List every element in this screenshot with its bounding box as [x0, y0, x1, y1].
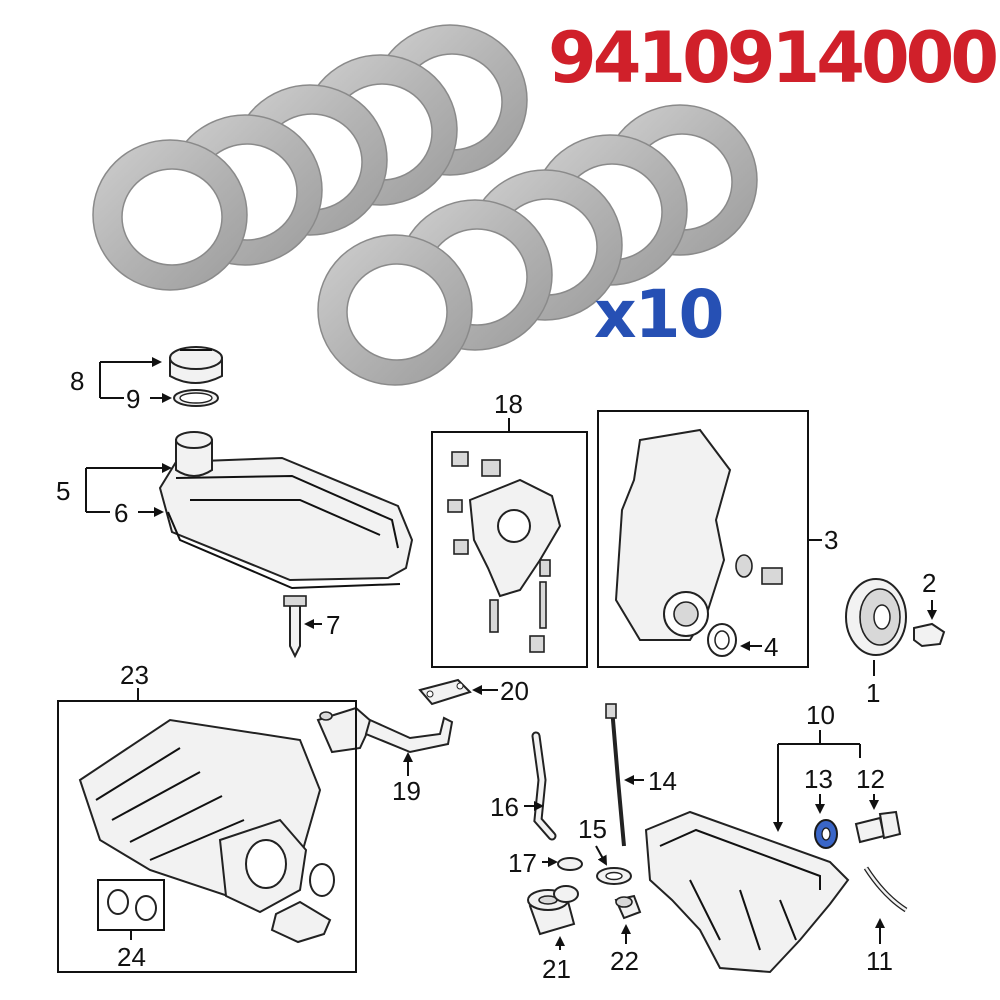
- callout-9: 9: [126, 384, 140, 414]
- callout-14: 14: [648, 766, 677, 796]
- quantity-label: x10: [594, 276, 724, 353]
- part-number: 9410914000: [548, 17, 999, 99]
- sealing-washer: [317, 234, 473, 386]
- oil-strainer-group: 20 19: [316, 676, 529, 806]
- callout-7: 7: [326, 610, 340, 640]
- oil-filter-group: 21: [527, 885, 579, 984]
- callout-12: 12: [856, 764, 885, 794]
- callout-8: 8: [70, 366, 84, 396]
- washer-stack: [92, 24, 758, 386]
- callout-10: 10: [806, 700, 835, 730]
- callout-22: 22: [610, 946, 639, 976]
- callout-4: 4: [764, 632, 778, 662]
- valve-cover-group: 5 6 7: [56, 431, 414, 659]
- callout-20: 20: [500, 676, 529, 706]
- callout-2: 2: [922, 568, 936, 598]
- callout-23: 23: [120, 660, 149, 690]
- oil-filler-cap-group: 8 9: [70, 346, 223, 414]
- callout-21: 21: [542, 954, 571, 984]
- callout-3: 3: [824, 525, 838, 555]
- callout-6: 6: [114, 498, 128, 528]
- oil-pan-group: 10 13 12 11: [644, 700, 908, 976]
- drain-washer-group: 15: [578, 814, 632, 885]
- crank-pulley-group: 1 2: [845, 568, 946, 708]
- oil-pump-group: 18: [431, 389, 588, 668]
- pressure-switch-group: 22: [610, 894, 642, 976]
- callout-5: 5: [56, 476, 70, 506]
- dipstick-tube-group: 16 17: [490, 731, 583, 878]
- sealing-washer: [92, 139, 248, 291]
- dipstick-group: 14: [605, 703, 677, 847]
- callout-11: 11: [866, 946, 893, 976]
- callout-17: 17: [508, 848, 537, 878]
- callout-18: 18: [494, 389, 523, 419]
- callout-16: 16: [490, 792, 519, 822]
- callout-19: 19: [392, 776, 421, 806]
- callout-13: 13: [804, 764, 833, 794]
- callout-1: 1: [866, 678, 880, 708]
- callout-15: 15: [578, 814, 607, 844]
- callout-24: 24: [117, 942, 146, 972]
- timing-cover-group: 3 4: [597, 410, 838, 668]
- intake-manifold-group: 23 24: [57, 660, 357, 973]
